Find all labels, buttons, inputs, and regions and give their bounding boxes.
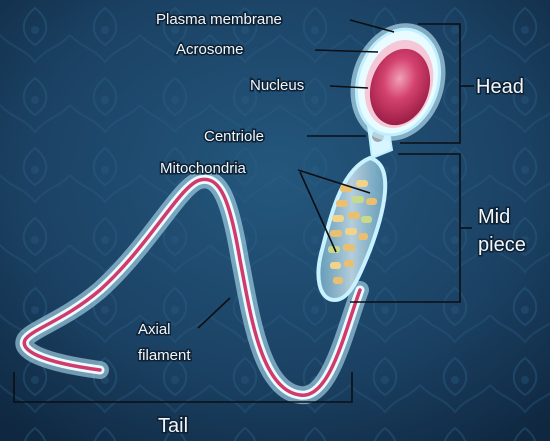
label-head: Head	[476, 76, 524, 98]
label-centriole: Centriole	[204, 128, 264, 145]
label-mid-piece-line1: Mid	[478, 206, 510, 228]
label-mid-piece-line2: piece	[478, 234, 526, 256]
label-nucleus: Nucleus	[250, 77, 304, 94]
label-plasma-membrane: Plasma membrane	[156, 11, 282, 28]
label-axial-filament-line2: filament	[138, 347, 191, 364]
label-axial-filament-line1: Axial	[138, 321, 171, 338]
label-tail: Tail	[158, 415, 188, 437]
label-acrosome: Acrosome	[176, 41, 244, 58]
label-mitochondria: Mitochondria	[160, 160, 247, 177]
